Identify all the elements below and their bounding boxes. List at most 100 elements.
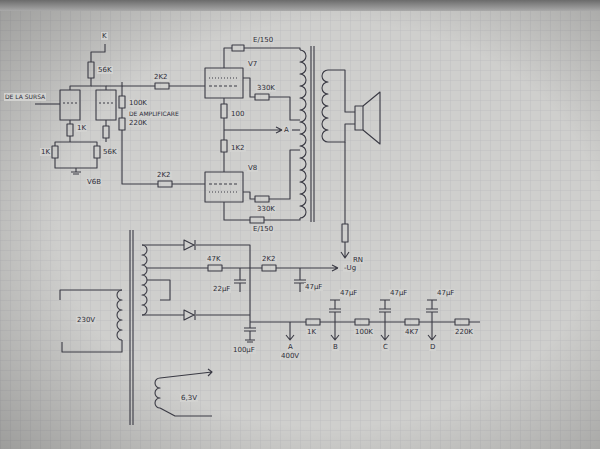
resistor-symbol [306,319,320,325]
wire [91,44,105,62]
schematic-label: 100 [230,110,245,118]
schematic-label: V6B [86,178,102,186]
schematic-label: DE LA SURSA [4,93,46,101]
resistor-symbol [405,319,419,325]
schematic-label: -Ug [343,264,357,272]
transformer-core [311,46,314,222]
schematic-label: 220K [454,328,474,336]
tube-symbol [96,90,116,120]
schematic-label: 47µF [339,289,358,297]
schematic-label: B [332,343,339,351]
resistor-symbol [208,265,222,271]
schematic-label: 4K7 [404,328,420,336]
resistor-symbol [119,96,125,108]
wire [122,130,205,184]
schematic-label: 220K [128,119,148,127]
wire [224,127,282,133]
schematic-label: V7 [247,60,258,68]
paper-edge [0,0,600,11]
wire [344,142,345,224]
schematic-label: 56K [102,148,118,156]
resistor-symbol [355,319,369,325]
wiring [35,44,480,425]
tube-grid [63,102,113,103]
transformer-winding [300,50,306,218]
resistor-symbol [255,196,269,202]
wire [243,78,300,120]
schematic-label: 100K [354,328,374,336]
wire [122,85,205,86]
resistor-symbol [255,94,269,100]
resistor-symbol [155,83,169,89]
schematic-label: D [429,343,436,351]
transformer-winding [142,245,147,315]
tube-symbol [205,172,243,202]
speaker-cone [363,92,380,144]
wire [223,118,224,140]
capacitor-symbol [379,300,391,322]
schematic-label: 230V [76,316,96,324]
wire [142,245,250,322]
wire [223,152,224,172]
wire [121,86,122,118]
capacitor-symbol [244,322,256,342]
resistor-symbol [221,104,227,118]
schematic-label: 47µF [389,289,408,297]
resistor-symbol [232,45,244,51]
wire [147,280,170,300]
schematic-label: 22µF [212,285,231,293]
schematic-label: RN [352,256,364,264]
schematic-label: E/150 [252,36,274,44]
resistor-symbol [250,217,264,223]
speaker-symbol [355,106,363,130]
capacitor-symbol [234,268,246,292]
schematic-label: 400V [280,352,300,360]
output-tap [286,322,294,340]
schematic-label: 1K2 [230,144,246,152]
schematic-label: K [101,32,108,40]
schematic-label: 2K2 [261,255,277,263]
output-tap [331,322,339,340]
tube-symbol [205,68,243,98]
schematic-label: 1K [76,124,87,132]
resistor-symbol [67,124,73,136]
resistor-symbol [119,118,125,130]
tube-grid [209,77,239,78]
schematic-label: E/150 [252,225,274,233]
schematic-label: C [382,343,389,351]
capacitor-symbol [329,300,341,322]
diode-symbol [184,240,195,250]
resistor-symbol [94,146,100,158]
resistor-symbol [342,224,348,242]
schematic-label: 100µF [232,346,256,354]
wire [142,314,250,315]
schematic-label: 47K [206,255,222,263]
wire [341,242,349,258]
schematic-label: 1K [40,148,51,156]
wire [223,98,224,104]
tube-symbol [60,90,80,120]
supply-rail [250,321,480,322]
schematic-label: 6,3V [180,394,198,402]
resistor-symbol [158,181,172,187]
transformer-winding [117,290,122,340]
wire [106,82,122,86]
capacitor-symbol [426,300,438,322]
diode-symbol [184,310,195,320]
resistor-symbol [221,140,227,152]
wire [147,265,338,271]
schematic-label: A [287,343,294,351]
wire [160,369,212,416]
transformer-winding [322,70,328,142]
schematic-label: A [283,126,290,134]
wire [243,150,300,199]
output-tap [381,322,389,340]
schematic-label: 47µF [304,283,323,291]
tube-grid [209,183,239,184]
transformer-core [130,230,133,425]
schematic-label: 1K [306,328,317,336]
schematic-label: 2K2 [153,73,169,81]
